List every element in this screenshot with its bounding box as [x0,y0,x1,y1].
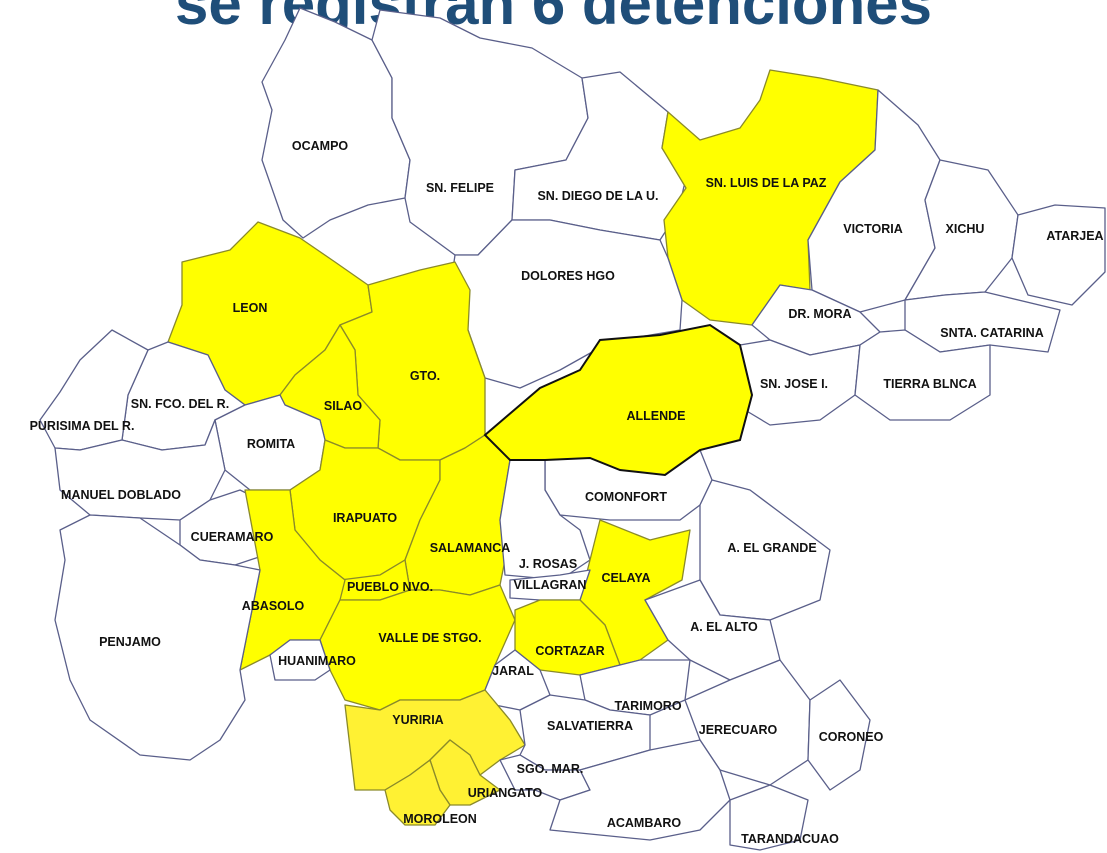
label-ocampo: OCAMPO [292,139,349,153]
label-villagran: VILLAGRAN [514,578,587,592]
allende-outline [483,323,754,477]
label-a-el-alto: A. EL ALTO [690,620,758,634]
region-moroleon [384,759,451,826]
label-dolores: DOLORES HGO [521,269,615,283]
label-sgo-mar: SGO. MAR. [517,762,584,776]
label-penjamo: PENJAMO [99,635,161,649]
label-sn-felipe: SN. FELIPE [426,181,494,195]
label-salvatierra: SALVATIERRA [547,719,633,733]
label-purisima: PURISIMA DEL R. [30,419,135,433]
region-a-el-alto [644,579,781,681]
label-tierra-blanca: TIERRA BLNCA [883,377,976,391]
label-cueramaro: CUERAMARO [191,530,274,544]
label-cortazar: CORTAZAR [535,644,604,658]
label-jerecuaro: JERECUARO [699,723,778,737]
label-atarjea: ATARJEA [1046,229,1103,243]
municipality-regions [39,7,1106,851]
label-sn-diego: SN. DIEGO DE LA U. [537,189,658,203]
label-moroleon: MOROLEON [403,812,477,826]
label-manuel-doblado: MANUEL DOBLADO [61,488,181,502]
label-valle: VALLE DE STGO. [378,631,481,645]
label-j-rosas: J. ROSAS [519,557,577,571]
label-victoria: VICTORIA [843,222,903,236]
label-pueblo-nvo: PUEBLO NVO. [347,580,433,594]
label-jaral: JARAL [492,664,534,678]
label-celaya: CELAYA [601,571,650,585]
label-sn-luis: SN. LUIS DE LA PAZ [706,176,827,190]
region-a-el-grande [699,479,831,621]
label-dr-mora: DR. MORA [788,307,851,321]
label-a-el-grande: A. EL GRANDE [727,541,816,555]
label-tarimoro: TARIMORO [614,699,681,713]
label-yuriria: YURIRIA [392,713,443,727]
label-xichu: XICHU [946,222,985,236]
region-snta-catarina [904,291,1061,353]
label-acambaro: ACAMBARO [607,816,682,830]
region-tarandacuao [729,784,809,851]
region-atarjea [1011,204,1106,306]
label-sn-fco: SN. FCO. DEL R. [131,397,229,411]
region-huanimaro [269,639,331,681]
label-tarandacuao: TARANDACUAO [741,832,839,846]
label-comonfort: COMONFORT [585,490,667,504]
label-abasolo: ABASOLO [242,599,305,613]
label-salamanca: SALAMANCA [430,541,511,555]
label-romita: ROMITA [247,437,295,451]
label-huanimaro: HUANIMARO [278,654,356,668]
municipality-labels: OCAMPO SN. FELIPE SN. DIEGO DE LA U. SN.… [30,139,1104,846]
region-coroneo [807,679,871,791]
label-sn-jose: SN. JOSE I. [760,377,828,391]
label-uriangato: URIANGATO [468,786,543,800]
label-silao: SILAO [324,399,362,413]
label-allende: ALLENDE [626,409,685,423]
label-coroneo: CORONEO [819,730,884,744]
region-victoria [807,89,941,313]
region-penjamo [54,514,261,761]
label-leon: LEON [233,301,268,315]
region-tierra-blanca [854,329,991,421]
label-snta-catarina: SNTA. CATARINA [940,326,1043,340]
label-gto: GTO. [410,369,440,383]
label-irapuato: IRAPUATO [333,511,397,525]
